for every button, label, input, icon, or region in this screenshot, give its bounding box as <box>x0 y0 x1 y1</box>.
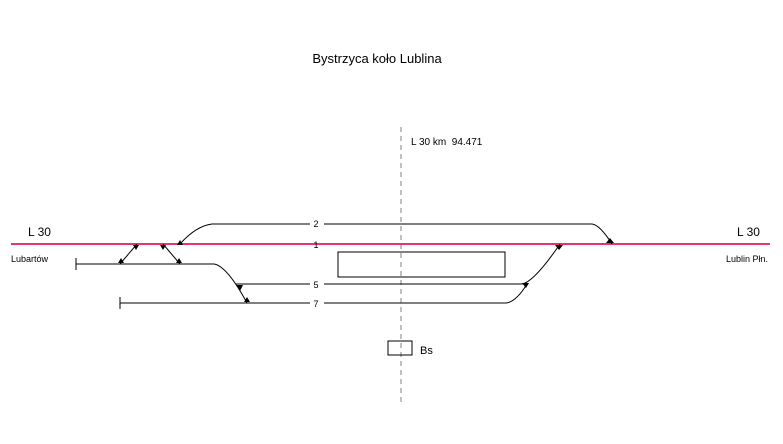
track-2 <box>179 223 613 245</box>
switch-marker <box>176 258 182 263</box>
switch-marker <box>522 283 529 288</box>
station-building-label: Bs <box>420 345 433 357</box>
track-5-label: 5 <box>313 280 318 290</box>
track-2-label: 2 <box>313 219 318 229</box>
track-5 <box>236 243 561 285</box>
switch-marker <box>160 245 166 250</box>
station-title: Bystrzyca koło Lublina <box>312 51 442 66</box>
line-label-left: L 30 <box>28 225 51 239</box>
switch-marker <box>244 297 250 302</box>
switch-marker <box>237 285 243 291</box>
line-label-right: L 30 <box>737 225 760 239</box>
destination-right-label: Lublin Płn. <box>726 254 768 264</box>
switch-marker <box>177 240 183 245</box>
destination-left-label: Lubartów <box>11 254 49 264</box>
switch-marker <box>606 238 614 243</box>
track-7 <box>120 283 528 304</box>
kilometer-axis-label: L 30 km 94.471 <box>411 137 483 148</box>
switch-marker <box>555 245 563 250</box>
crossover-left-b <box>162 243 181 265</box>
crossover-left-a <box>119 243 138 265</box>
track-lubartow-siding <box>76 263 248 304</box>
station-building <box>387 340 413 356</box>
track-1-label: 1 <box>313 240 318 250</box>
switch-marker <box>118 258 124 263</box>
switch-marker <box>133 245 139 250</box>
track-7-label: 7 <box>313 299 318 309</box>
platform <box>337 251 506 278</box>
